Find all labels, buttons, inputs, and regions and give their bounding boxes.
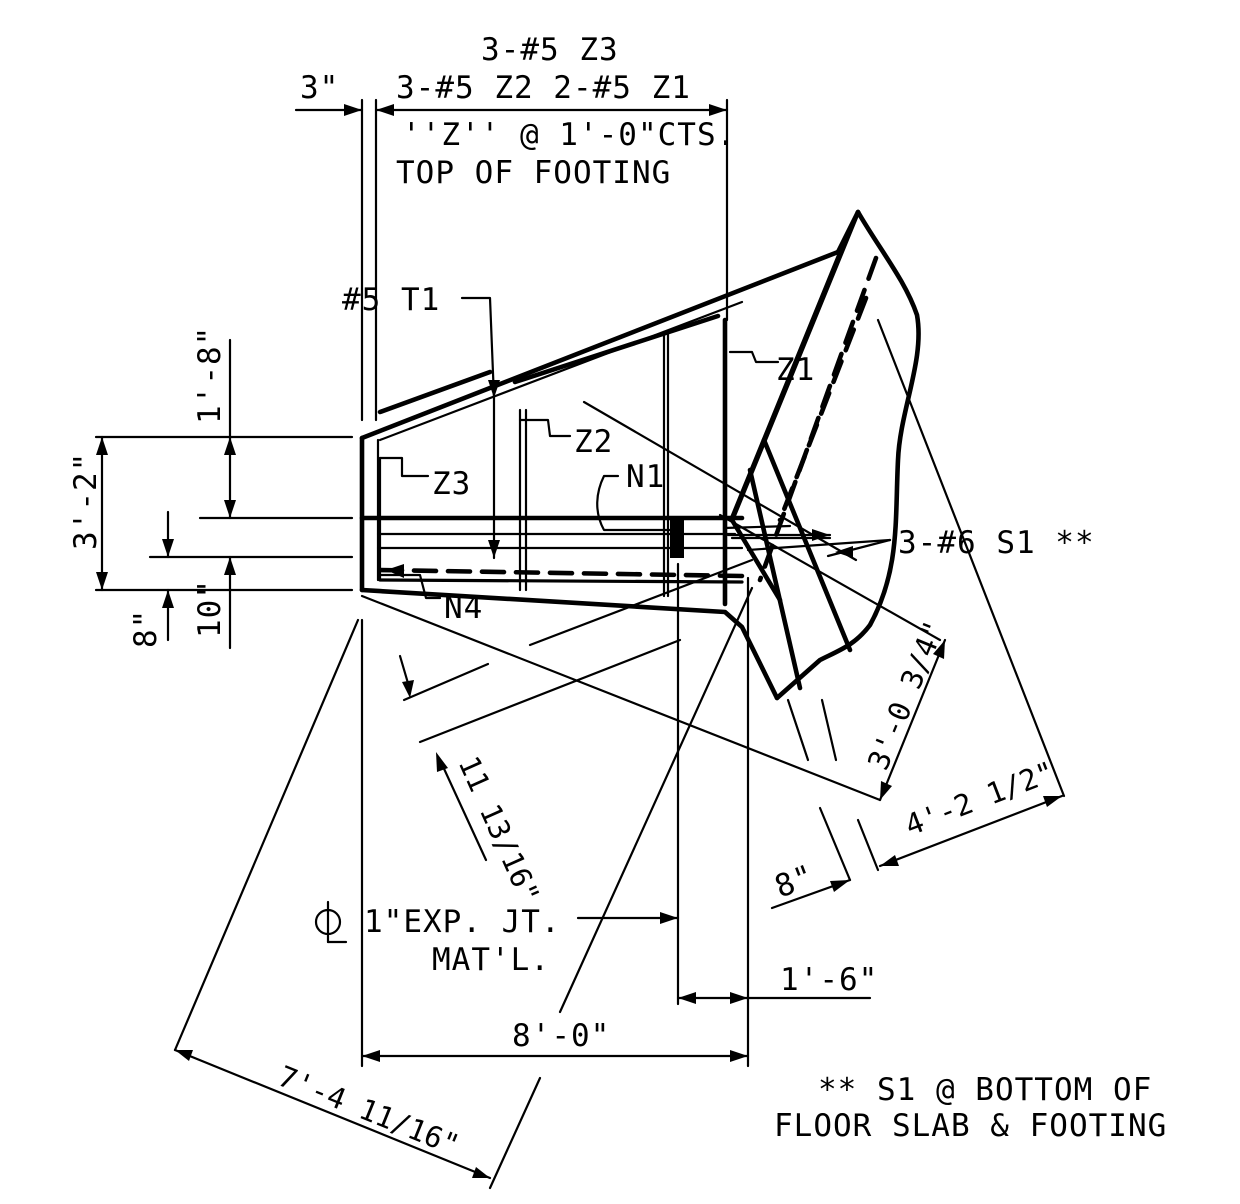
dim-3-0-3-4: 3'-0 3/4" (861, 616, 951, 774)
leaders (378, 296, 892, 600)
skew-dimension-lines (173, 558, 882, 1190)
dim-1-8: 1'-8" (192, 326, 228, 424)
z-spacing-label: ''Z'' @ 1'-0"CTS. (402, 117, 736, 153)
footnote-line-1: ** S1 @ BOTTOM OF (818, 1072, 1152, 1108)
dim-4-2-1-2: 4'-2 1/2" (900, 754, 1059, 842)
z1-bar-label: Z1 (776, 352, 815, 388)
wing-outline (359, 209, 921, 701)
n4-bar-label: N4 (444, 590, 483, 626)
dim-8-left: 8" (128, 609, 164, 648)
bar-mark-labels: #5 T1 Z1 Z2 Z3 N1 N4 3-#6 S1 ** (342, 282, 1095, 626)
top-bars (376, 300, 744, 607)
dim-7-4-11-16: 7'-4 11/16" (273, 1059, 464, 1162)
n1-bundle (670, 518, 684, 558)
dim-8-0: 8'-0" (512, 1018, 610, 1054)
note-labels: 1"EXP. JT. MAT'L. ** S1 @ BOTTOM OF FLOO… (314, 900, 1167, 1144)
bottom-dimension-lines (360, 562, 872, 1068)
left-offset-dimension: 3" (300, 70, 339, 106)
exp-joint-label: 1"EXP. JT. (364, 904, 561, 940)
header-labels: 3-#5 Z3 3-#5 Z2 2-#5 Z1 3" ''Z'' @ 1'-0"… (300, 32, 736, 191)
dim-8-right: 8" (770, 858, 820, 906)
footing-band (359, 515, 745, 584)
z3-bar-label: 3-#5 Z3 (481, 32, 619, 68)
z2-z1-bar-label: 3-#5 Z2 2-#5 Z1 (396, 70, 691, 106)
left-dimension-lines (94, 338, 354, 650)
dim-3-2: 3'-2" (68, 452, 104, 550)
centerline-icon (314, 900, 348, 944)
dim-11-13-16: 11 13/16" (452, 751, 547, 908)
s1-bar-label: 3-#6 S1 ** (898, 525, 1095, 561)
top-of-footing-label: TOP OF FOOTING (396, 155, 671, 191)
t1-bar-label: #5 T1 (342, 282, 440, 318)
footnote-line-2: FLOOR SLAB & FOOTING (774, 1108, 1167, 1144)
right-dimension-lines (770, 318, 1066, 910)
top-dimension-lines (294, 98, 729, 422)
exp-joint-material-label: MAT'L. (432, 942, 550, 978)
z3-bar-mark: Z3 (432, 466, 471, 502)
dim-1-6: 1'-6" (780, 962, 878, 998)
n1-bar-label: N1 (626, 459, 665, 495)
dimension-labels: 1'-8" 3'-2" 8" 10" 11 13/16" 3'-0 3/4" 4… (68, 326, 1059, 1163)
dim-10: 10" (192, 579, 228, 638)
z2-bar-label: Z2 (574, 424, 613, 460)
